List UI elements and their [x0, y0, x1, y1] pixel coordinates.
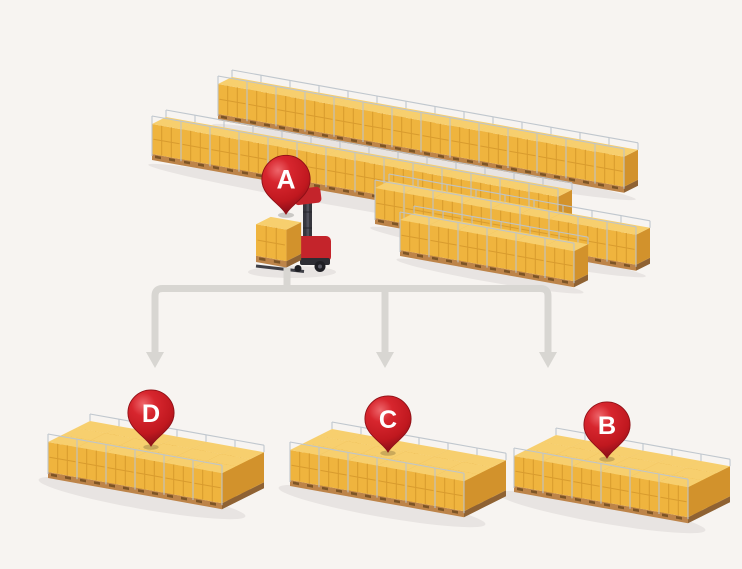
cage-rail-back	[555, 427, 586, 436]
arrowhead-middle-icon	[376, 352, 394, 368]
ground-shadow	[396, 258, 584, 294]
flow-branch	[151, 285, 552, 354]
pallet-crate	[658, 474, 703, 524]
cage-rail-back	[608, 137, 639, 146]
flow-arrows	[146, 268, 557, 368]
cage-rail-back	[176, 429, 207, 438]
cage-rail-back	[318, 85, 349, 94]
cage-rail-back	[476, 447, 507, 456]
arrowhead-right-icon	[539, 352, 557, 368]
cage-rail-back	[289, 79, 320, 88]
location-pin-d: D	[127, 389, 175, 451]
truck-wheel-hub	[318, 264, 322, 269]
pallet-crate	[606, 222, 651, 272]
pallet-crate	[594, 144, 639, 194]
pin-label-b: B	[598, 412, 616, 440]
truck-wheel-front	[294, 265, 302, 272]
cage-rail-back	[620, 215, 651, 224]
cage-rail-back	[700, 453, 731, 462]
cage-rail-back	[331, 421, 362, 430]
cage-rail-back	[376, 95, 407, 104]
cage-rail-back	[492, 116, 523, 125]
cage-rail-back	[405, 100, 436, 109]
ground-shadow	[498, 490, 706, 534]
cage-rail-back	[165, 109, 196, 118]
cage-rail-back	[418, 437, 449, 446]
location-pin-a: A	[261, 154, 311, 219]
pallet-crate	[544, 238, 589, 288]
ground-shadow	[278, 484, 486, 528]
cage-rail-back	[234, 439, 265, 448]
truck-body	[300, 236, 331, 261]
pin-label-c: C	[379, 406, 397, 434]
cage-rail-back	[347, 90, 378, 99]
cage-rail-back	[521, 121, 552, 130]
cage-rail-back	[447, 442, 478, 451]
cage-rail-back	[463, 111, 494, 120]
truck-chassis	[300, 258, 330, 265]
cage-rail-back	[579, 131, 610, 140]
cage-rail-back	[89, 413, 120, 422]
ground-shadow	[38, 476, 246, 520]
cage-rail-back	[671, 448, 702, 457]
location-pin-c: C	[364, 395, 412, 457]
cage-rail-back	[434, 105, 465, 114]
cage-rail-back	[591, 209, 622, 218]
pallet-crate	[192, 460, 237, 510]
cage-rail-back	[231, 69, 262, 78]
location-pin-b: B	[583, 401, 631, 463]
arrowhead-left-icon	[146, 352, 164, 368]
cage-rail-back	[205, 434, 236, 443]
pallet-on-truck	[255, 216, 302, 268]
cage-rail-back	[550, 126, 581, 135]
ground-shadow	[212, 123, 636, 201]
pin-label-d: D	[142, 400, 160, 428]
cage-rail-back	[260, 74, 291, 83]
cage-rail-back	[642, 443, 673, 452]
pin-label-a: A	[276, 165, 295, 195]
pallet-crate	[434, 468, 479, 518]
